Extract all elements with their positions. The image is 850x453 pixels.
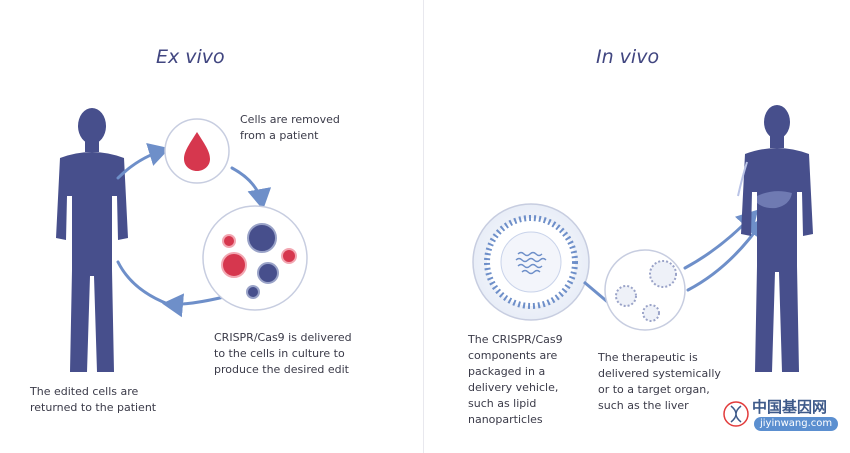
dna-logo-icon (723, 401, 749, 427)
watermark: 中国基因网 jiyinwang.com (722, 394, 842, 436)
label-cells-removed: Cells are removed from a patient (240, 113, 340, 142)
blood-drop-circle (164, 118, 230, 184)
arrow-to-blood (116, 142, 170, 180)
label-packaged: The CRISPR/Cas9 components are packaged … (468, 333, 563, 426)
vein-line (737, 161, 748, 197)
patient-figure-left (56, 108, 128, 372)
patient-figure-right (741, 105, 813, 372)
bloodstream-circle (604, 249, 686, 331)
lipid-nanoparticle (472, 203, 590, 321)
arrow-to-organ-2 (686, 217, 766, 292)
arrow-return-tail (116, 260, 170, 306)
arrow-to-culture (230, 166, 272, 210)
in-vivo-title: In vivo (596, 46, 660, 68)
ex-vivo-title: Ex vivo (156, 46, 225, 68)
label-cells-returned: The edited cells are returned to the pat… (30, 385, 157, 414)
label-crispr-delivered: CRISPR/Cas9 is delivered to the cells in… (214, 331, 352, 376)
panel-divider (423, 0, 424, 453)
label-therapeutic-delivered: The therapeutic is delivered systemicall… (598, 351, 721, 412)
watermark-site-name: 中国基因网 (752, 398, 828, 416)
watermark-url[interactable]: jiyinwang.com (754, 417, 839, 431)
liver-icon (757, 191, 792, 209)
cell-culture-dish (202, 205, 308, 311)
blood-drop-icon (184, 132, 210, 171)
